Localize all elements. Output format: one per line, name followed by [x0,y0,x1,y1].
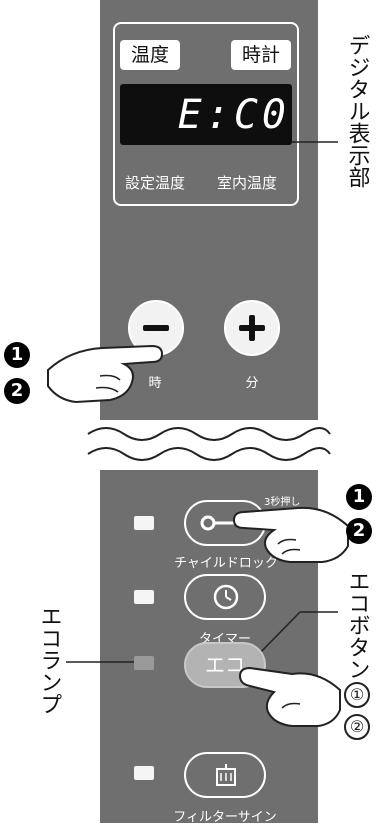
clock-tag: 時計 [231,40,291,70]
child-lock-lamp [134,516,154,530]
timer-button[interactable] [184,574,266,620]
step-1-circled: ① [344,682,370,708]
digital-display-callout: デジタル表示部 [342,34,372,195]
eco-button-callout-text: エコボタン [344,570,371,680]
set-temperature-label: 設定温度 [125,172,185,193]
step-2-badge-left: 2 [4,378,30,404]
room-temperature-label: 室内温度 [217,172,277,193]
clock-icon [212,583,240,611]
hand-icon-right-bottom [234,660,344,730]
temperature-tag: 温度 [120,40,180,70]
eco-lamp [134,656,154,670]
timer-lamp [134,590,154,604]
plus-icon-bar-v [249,315,255,341]
filter-sign-button[interactable] [184,752,266,798]
digital-display-readout: E:C0 [140,90,290,140]
hand-icon-left [40,330,170,410]
step-1-badge-right: 1 [346,484,372,510]
filter-sign-lamp [134,766,154,780]
plus-button-label: 分 [237,372,267,391]
filter-sign-label: フィルターサイン [160,806,290,825]
eco-lamp-callout-text: エコランプ [36,605,63,715]
eco-lamp-callout: エコランプ [34,605,64,722]
step-1-badge-left: 1 [4,342,30,368]
step-2-circled: ② [344,714,370,740]
filter-icon [213,763,239,789]
hand-icon-right-top [222,496,352,566]
eco-button-callout: エコボタン [342,570,372,687]
step-2-badge-right: 2 [346,518,372,544]
plus-button[interactable] [224,300,280,356]
break-lines [0,420,380,470]
digital-display-callout-text: デジタル表示部 [344,34,371,188]
